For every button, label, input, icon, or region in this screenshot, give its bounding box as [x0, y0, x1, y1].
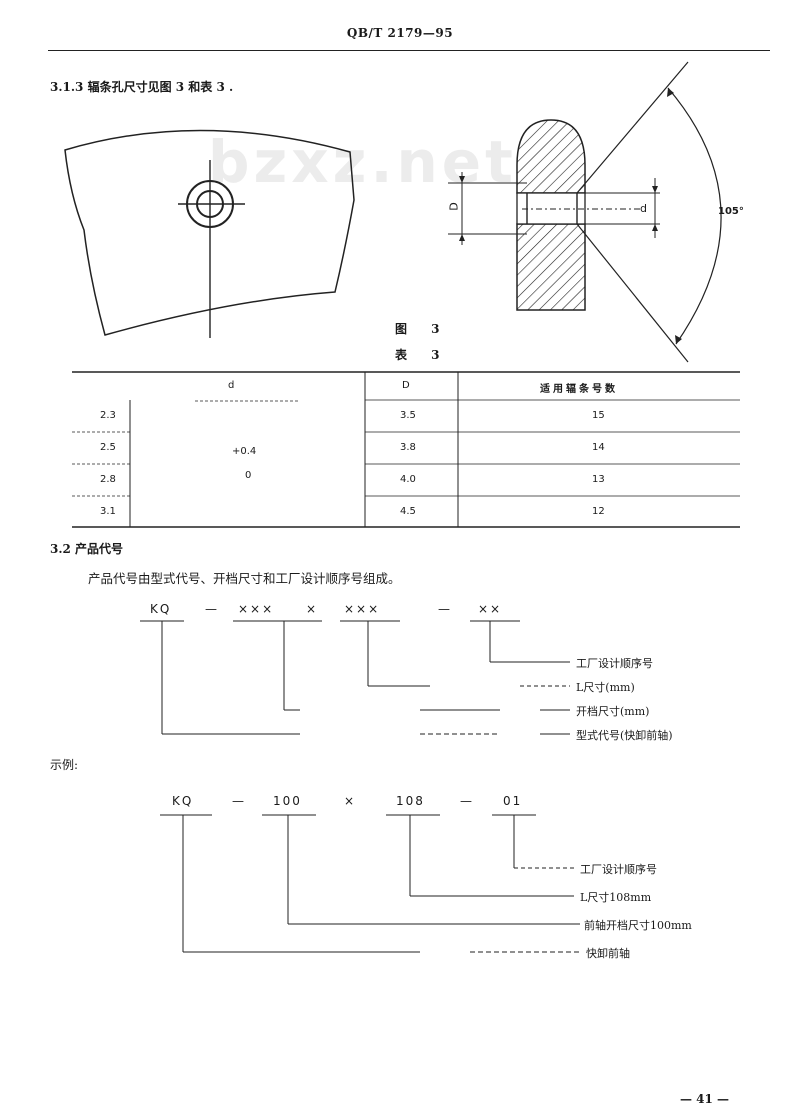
code-diagram-lines — [140, 620, 570, 735]
angle-label: 105° — [718, 206, 744, 217]
code-part-width: ××× — [238, 602, 275, 616]
page-number: — 41 — — [680, 1092, 730, 1106]
code-part-type: KQ — [150, 602, 172, 616]
code-dash: — — [438, 602, 452, 616]
table-cell-d: 2.5 — [100, 442, 116, 453]
section-3-2-title: 3.2 产品代号 — [50, 542, 124, 556]
figure-caption: 图 3 — [395, 322, 450, 336]
document-code: QB/T 2179—95 — [346, 26, 454, 40]
example-times: × — [344, 794, 357, 808]
table-cell-d: 2.8 — [100, 474, 116, 485]
code-label-serial: 工厂设计顺序号 — [576, 657, 653, 670]
code-label-type: 型式代号(快卸前轴) — [576, 729, 673, 742]
code-dash: — — [205, 602, 219, 616]
table-cell-spoke: 13 — [592, 474, 605, 485]
section-hatched-lower — [516, 223, 586, 311]
table-cell-D: 3.5 — [400, 410, 416, 421]
example-label-width: 前轴开档尺寸100mm — [584, 919, 692, 932]
table-cell-d: 3.1 — [100, 506, 116, 517]
example-diagram-lines — [160, 814, 580, 953]
table-tolerance-upper: +0.4 — [232, 446, 257, 457]
code-label-length: L尺寸(mm) — [576, 681, 635, 694]
table-header-d: d — [228, 380, 235, 391]
dim-D-label: D — [447, 202, 461, 211]
dim-d-label: d — [640, 202, 647, 215]
example-label: 示例: — [50, 758, 79, 772]
table-cell-spoke: 15 — [592, 410, 605, 421]
example-part-type: KQ — [172, 794, 194, 808]
table-cell-D: 4.5 — [400, 506, 416, 517]
example-label-serial: 工厂设计顺序号 — [580, 863, 657, 876]
table-header-D: D — [402, 380, 410, 391]
section-hatched-upper — [516, 119, 586, 194]
example-dash: — — [232, 794, 246, 808]
code-part-serial: ×× — [478, 602, 503, 616]
table-caption: 表 3 — [395, 348, 450, 362]
example-part-length: 108 — [396, 794, 425, 808]
section-3-2-body: 产品代号由型式代号、开档尺寸和工厂设计顺序号组成。 — [88, 571, 401, 586]
code-label-width: 开档尺寸(mm) — [576, 705, 650, 718]
code-part-length: ××× — [344, 602, 381, 616]
table-cell-spoke: 14 — [592, 442, 605, 453]
table-header-spoke: 适用辐条号数 — [540, 384, 618, 395]
example-label-type: 快卸前轴 — [586, 947, 630, 960]
table-cell-D: 4.0 — [400, 474, 416, 485]
header-rule — [48, 50, 770, 51]
example-label-length: L尺寸108mm — [580, 891, 652, 904]
section-3-1-3-title: 3.1.3 辐条孔尺寸见图 3 和表 3 . — [50, 80, 234, 94]
example-part-serial: 01 — [503, 794, 523, 808]
flange-outline — [64, 129, 355, 336]
table-cell-d: 2.3 — [100, 410, 116, 421]
table-cell-spoke: 12 — [592, 506, 605, 517]
table-cell-D: 3.8 — [400, 442, 416, 453]
code-times: × — [306, 602, 319, 616]
angle-arc — [667, 87, 722, 345]
table-tolerance-lower: 0 — [245, 470, 252, 481]
example-dash: — — [460, 794, 474, 808]
example-part-width: 100 — [273, 794, 302, 808]
